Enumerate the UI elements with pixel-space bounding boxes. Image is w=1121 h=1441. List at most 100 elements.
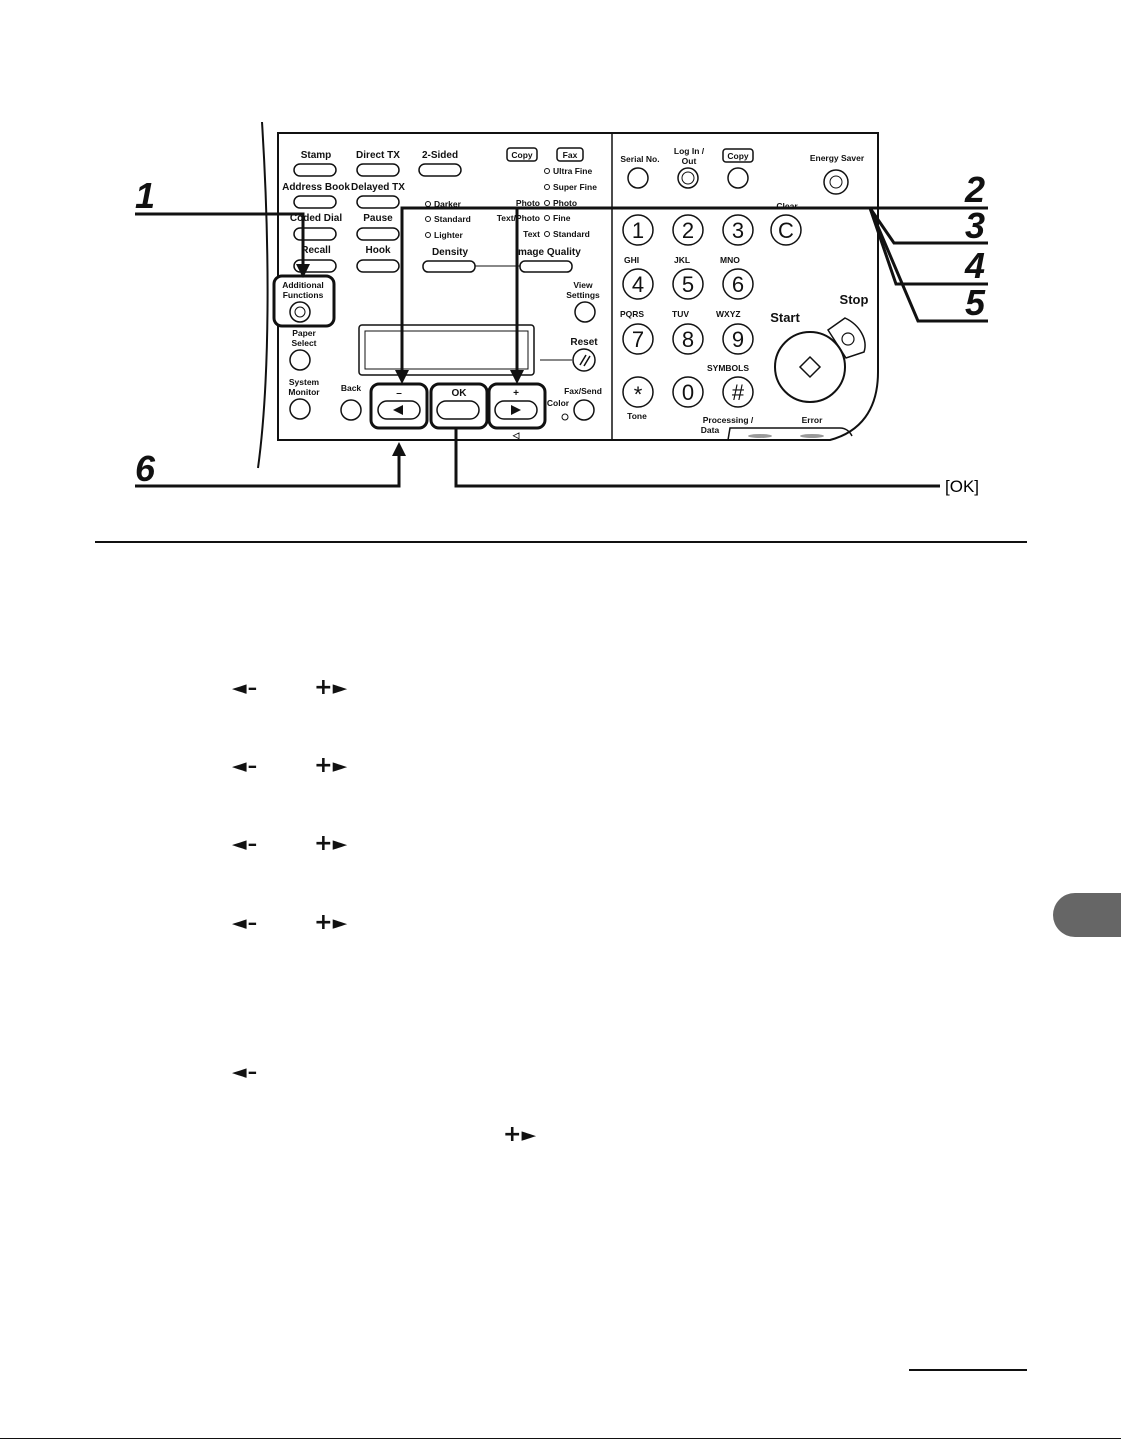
key-5[interactable]	[672, 268, 704, 300]
step-2-label: 2	[964, 169, 985, 210]
key-7[interactable]	[622, 323, 654, 355]
svg-text:1: 1	[632, 218, 644, 243]
ultra-fine-label: Ultra Fine	[553, 166, 592, 176]
minus-left-button[interactable]	[377, 400, 421, 420]
stop-button[interactable]	[826, 317, 866, 359]
footer-rule-short	[909, 1369, 1027, 1371]
arrow-pair-row-2: ◄– +►	[232, 753, 348, 778]
key-9[interactable]	[722, 323, 754, 355]
coded-dial-button[interactable]	[293, 227, 337, 241]
clear-key[interactable]	[770, 214, 802, 246]
error-led	[800, 434, 824, 438]
svg-text:6: 6	[732, 272, 744, 297]
address-book-button[interactable]	[293, 195, 337, 209]
plus-icon: +	[314, 831, 333, 856]
delayed-tx-button[interactable]	[356, 195, 400, 209]
chapter-tab	[1053, 893, 1121, 937]
step-5-label: 5	[965, 282, 986, 323]
plus-icon: +	[314, 675, 333, 700]
system-label-2: Monitor	[288, 387, 320, 397]
copy-mode-label: Copy	[511, 150, 533, 160]
energy-saver-label: Energy Saver	[810, 153, 865, 163]
key-6[interactable]	[722, 268, 754, 300]
svg-text:JKL: JKL	[674, 255, 690, 265]
key-star[interactable]	[622, 376, 654, 408]
stop-label: Stop	[840, 292, 869, 307]
paper-label-2: Select	[291, 338, 316, 348]
arrow-pair-row-1: ◄– +►	[232, 675, 348, 700]
svg-text:GHI: GHI	[624, 255, 639, 265]
fax-send-label: Fax/Send	[564, 386, 602, 396]
step-4-label: 4	[964, 245, 985, 286]
back-button[interactable]	[340, 399, 362, 421]
paper-select-button[interactable]	[289, 349, 311, 371]
key-1[interactable]	[622, 214, 654, 246]
view-label-2: Settings	[566, 290, 600, 300]
plus-right-button[interactable]	[494, 400, 538, 420]
two-sided-label: 2-Sided	[422, 150, 458, 161]
direct-tx-button[interactable]	[356, 163, 400, 177]
copy-mode-box	[506, 147, 538, 162]
copy-button[interactable]	[727, 167, 749, 189]
density-standard-label: Standard	[434, 214, 471, 224]
stamp-button[interactable]	[293, 163, 337, 177]
minus-icon: –	[247, 1061, 258, 1083]
svg-text:9: 9	[732, 327, 744, 352]
coded-dial-label: Coded Dial	[290, 213, 342, 224]
image-quality-button[interactable]	[519, 260, 573, 273]
right-arrow-icon: ►	[332, 755, 348, 777]
svg-text:C: C	[778, 218, 794, 243]
processing-label-1: Processing /	[703, 415, 754, 425]
additional-label-1: Additional	[282, 280, 324, 290]
fax-mode-box	[556, 147, 584, 162]
fax-send-button[interactable]	[573, 399, 595, 421]
start-button[interactable]	[774, 331, 846, 403]
svg-text:SYMBOLS: SYMBOLS	[707, 363, 749, 373]
right-arrow-icon: ►	[521, 1124, 537, 1146]
ok-button[interactable]	[436, 400, 480, 420]
id-icon	[681, 171, 695, 185]
key-2[interactable]	[672, 214, 704, 246]
arrow-pair-row-4: ◄– +►	[232, 912, 347, 934]
lcd-display	[358, 324, 535, 376]
arrow-pair-row-3: ◄– +►	[232, 831, 347, 856]
power-icon	[829, 175, 843, 189]
plus-icon: +	[314, 753, 333, 778]
svg-text:*: *	[634, 382, 643, 407]
ok-callout-label: [OK]	[945, 477, 979, 496]
recall-label: Recall	[301, 245, 331, 256]
section-divider	[95, 541, 1027, 543]
system-monitor-button[interactable]	[289, 398, 311, 420]
right-arrow-icon: ►	[332, 677, 348, 699]
svg-text:TUV: TUV	[672, 309, 689, 319]
minus-icon: –	[247, 833, 258, 855]
key-3[interactable]	[722, 214, 754, 246]
key-hash[interactable]	[722, 376, 754, 408]
direct-tx-label: Direct TX	[356, 150, 400, 161]
svg-text:MNO: MNO	[720, 255, 740, 265]
recall-button[interactable]	[293, 259, 337, 273]
additional-functions-button[interactable]	[289, 301, 311, 323]
standard-quality-label: Standard	[553, 229, 590, 239]
step-1-label: 1	[135, 175, 155, 216]
two-sided-button[interactable]	[418, 163, 462, 177]
energy-saver-button[interactable]	[823, 169, 849, 195]
login-button[interactable]	[677, 167, 699, 189]
reset-button[interactable]	[572, 348, 596, 372]
super-fine-label: Super Fine	[553, 182, 597, 192]
serial-button[interactable]	[627, 167, 649, 189]
photo-left-label: Photo	[516, 198, 540, 208]
density-button[interactable]	[422, 260, 476, 273]
key-8[interactable]	[672, 323, 704, 355]
view-settings-button[interactable]	[574, 301, 596, 323]
key-0[interactable]	[672, 376, 704, 408]
processing-led	[748, 434, 772, 438]
left-arrow-icon: ◄	[232, 755, 247, 777]
copy-right-label: Copy	[727, 151, 749, 161]
key-4[interactable]	[622, 268, 654, 300]
svg-text:2: 2	[682, 218, 694, 243]
pause-button[interactable]	[356, 227, 400, 241]
step-3-label: 3	[965, 205, 985, 246]
lighter-label: Lighter	[434, 230, 463, 240]
hook-button[interactable]	[356, 259, 400, 273]
